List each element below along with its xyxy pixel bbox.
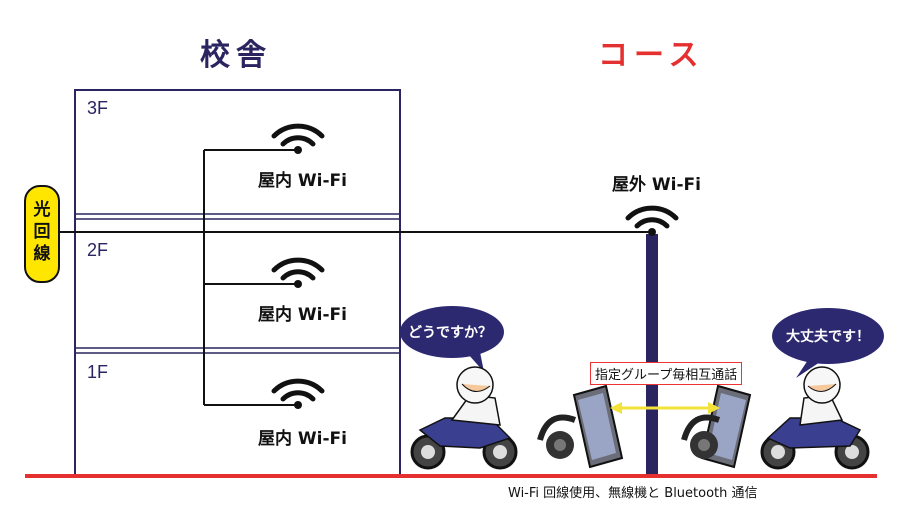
headset-right-icon bbox=[681, 414, 721, 459]
course-title: コース bbox=[598, 38, 705, 73]
wifi-icon bbox=[271, 123, 325, 154]
floor-label-2f: 2F bbox=[87, 240, 109, 260]
outdoor-wifi-label: 屋外 Wi-Fi bbox=[612, 175, 701, 195]
ground-line bbox=[25, 474, 877, 478]
group-call-tag: 指定グループ毎相互通話 bbox=[590, 362, 743, 385]
indoor-wifi-label-2f: 屋内 Wi-Fi bbox=[258, 305, 347, 325]
outdoor-pole bbox=[646, 234, 658, 476]
wifi-icon bbox=[271, 257, 325, 288]
rider-right-illustration bbox=[760, 366, 870, 470]
outdoor-wifi-icon bbox=[625, 205, 679, 236]
bubble-text-right: 大丈夫です！ bbox=[786, 329, 870, 345]
floor-label-3f: 3F bbox=[87, 98, 109, 118]
indoor-wifi-label-3f: 屋内 Wi-Fi bbox=[258, 171, 347, 191]
fiber-char: 線 bbox=[33, 244, 51, 264]
indoor-wifi-label-1f: 屋内 Wi-Fi bbox=[258, 429, 347, 449]
fiber-badge bbox=[24, 185, 60, 283]
bubble-text-left: どうですか？ bbox=[408, 325, 492, 341]
headset-left-icon bbox=[537, 414, 577, 459]
speech-bubble-right bbox=[772, 308, 884, 378]
bottom-caption: Wi-Fi 回線使用、無線機と Bluetooth 通信 bbox=[508, 486, 758, 501]
fiber-char: 回 bbox=[33, 222, 51, 242]
school-title: 校舎 bbox=[200, 38, 272, 73]
fiber-char: 光 bbox=[33, 200, 51, 220]
fiber-label: 光 回 線 bbox=[30, 199, 54, 265]
floor-label-1f: 1F bbox=[87, 362, 109, 382]
wifi-icon bbox=[271, 378, 325, 409]
building-outline bbox=[74, 89, 401, 476]
phone-left-illustration bbox=[572, 384, 624, 469]
rider-left-illustration bbox=[410, 366, 518, 470]
bluetooth-arrow bbox=[610, 402, 720, 414]
